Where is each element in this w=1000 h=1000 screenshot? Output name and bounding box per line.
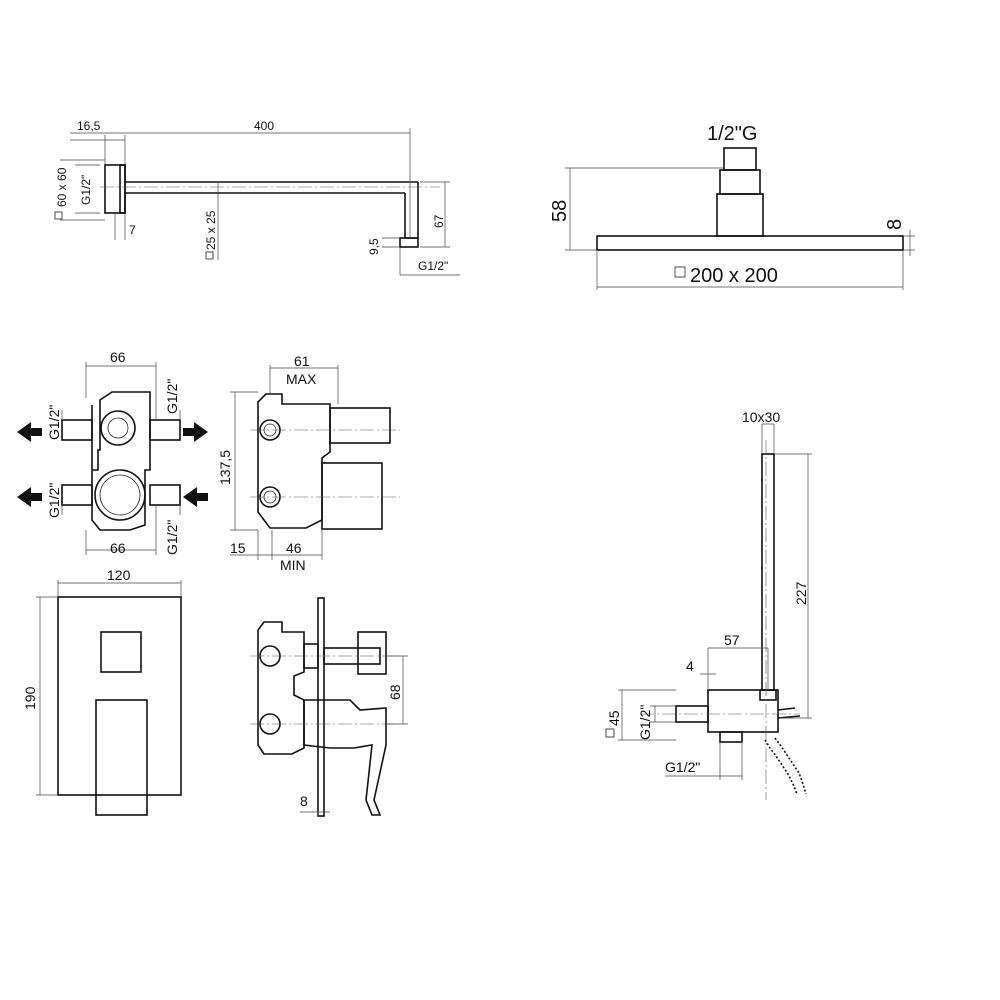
shower-head-plate xyxy=(596,235,904,251)
plate-dim-height: 190 xyxy=(22,686,38,710)
plate-dim-lever-offset: 68 xyxy=(387,684,403,700)
mixer-body-front-drawing: 66 66 G1/2" G1/2" G1/2" G1/2" xyxy=(17,349,208,556)
body-dim-bottom-width: 66 xyxy=(110,540,126,556)
body-thread-top-left: G1/2" xyxy=(46,405,62,440)
arm-outlet xyxy=(399,237,419,248)
arm-dim-offset: 16,5 xyxy=(77,119,101,133)
arm-dim-flange-depth: 7 xyxy=(129,223,136,237)
body-dim-top-width: 66 xyxy=(110,349,126,365)
outlet-right-top-arrow-icon xyxy=(183,422,208,442)
arm-dim-tube: 25 x 25 xyxy=(204,210,218,250)
hand-dim-thread-inlet: G1/2" xyxy=(637,705,653,740)
body-label-min: MIN xyxy=(280,557,306,573)
mixer-lever xyxy=(95,699,148,816)
hand-dim-handle-length: 227 xyxy=(793,581,809,605)
outlet-left-bottom-arrow-icon xyxy=(17,487,42,507)
body-thread-bottom-right: G1/2" xyxy=(164,520,180,555)
side-trim-plate xyxy=(317,597,325,817)
mixer-body-side-drawing: 61 MAX 137,5 15 46 MIN xyxy=(217,353,400,573)
hand-dim-flange: 45 xyxy=(606,710,622,726)
head-dim-height: 58 xyxy=(549,200,571,222)
head-dim-size: 200 x 200 xyxy=(690,265,778,287)
arm-dim-length: 400 xyxy=(254,119,274,133)
hand-dim-thread-hose: G1/2" xyxy=(665,759,700,775)
body-dim-wall: 15 xyxy=(230,540,246,556)
hand-shower-outlet xyxy=(707,689,779,733)
trim-plate xyxy=(57,596,182,796)
arm-dim-flange: 60 x 60 xyxy=(55,167,69,207)
plate-dim-thickness: 8 xyxy=(300,793,308,809)
diverter-knob xyxy=(100,631,142,673)
arm-dim-drop: 67 xyxy=(432,214,446,228)
head-dim-thread: 1/2"G xyxy=(707,123,757,145)
hand-dim-outlet-flange: 4 xyxy=(686,658,694,674)
trim-plate-side-drawing: 68 8 xyxy=(250,597,408,817)
arm-dim-outlet-thread: G1/2" xyxy=(418,259,448,273)
hand-shower-drawing: 10x30 227 57 4 45 G1/2" G1/2" xyxy=(605,409,812,800)
arm-dim-inlet-thread: G1/2" xyxy=(79,175,93,205)
trim-plate-front-drawing: 120 190 xyxy=(22,567,182,816)
shower-arm-drawing: 16,5 400 60 x 60 G1/2" 7 25 x 25 9,5 67 … xyxy=(54,119,460,276)
body-label-max: MAX xyxy=(286,371,317,387)
body-dim-min: 46 xyxy=(286,540,302,556)
hand-dim-handle-section: 10x30 xyxy=(742,409,780,425)
body-dim-max: 61 xyxy=(294,353,310,369)
outlet-left-top-arrow-icon xyxy=(17,422,42,442)
head-dim-plate-thickness: 8 xyxy=(884,219,906,230)
inlet-right-bottom-arrow-icon xyxy=(183,487,208,507)
hand-dim-outlet-length: 57 xyxy=(724,632,740,648)
plate-dim-width: 120 xyxy=(107,567,131,583)
arm-dim-outlet-offset: 9,5 xyxy=(367,238,381,255)
arm-wall-flange xyxy=(104,164,126,214)
shower-head-drawing: 1/2"G 58 8 200 x 200 xyxy=(549,123,915,290)
body-dim-height: 137,5 xyxy=(217,450,233,485)
body-thread-top-right: G1/2" xyxy=(164,379,180,414)
body-thread-bottom-left: G1/2" xyxy=(46,483,62,518)
